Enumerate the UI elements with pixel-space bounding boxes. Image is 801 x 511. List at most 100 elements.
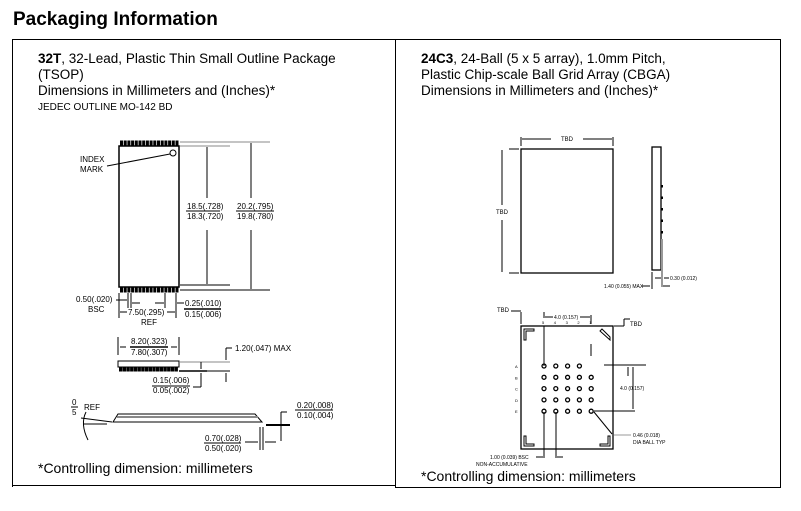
- left-dimensions-note: Dimensions in Millimeters and (Inches)*: [38, 83, 276, 98]
- dim-label: DIA BALL TYP: [633, 440, 666, 446]
- lead: [126, 366, 130, 372]
- right-title-line2: Plastic Chip-scale Ball Grid Array (CBGA…: [421, 67, 671, 82]
- dim-label: 0.10(.004): [297, 411, 334, 420]
- solder-ball: [576, 397, 583, 403]
- angle-label: 0: [72, 398, 77, 407]
- side-ball: [661, 219, 663, 222]
- lead: [175, 140, 179, 147]
- dim-label: TBD: [630, 322, 643, 328]
- dim-label: TBD: [561, 137, 574, 143]
- lead: [157, 286, 160, 293]
- dim-label: 0.15(.006): [153, 376, 190, 385]
- leads-top: [120, 140, 179, 147]
- column-label: 4: [554, 320, 557, 325]
- dim-label: 4.0 (0.157): [620, 386, 645, 392]
- page-title: Packaging Information: [13, 9, 218, 30]
- row-label: E: [515, 409, 518, 414]
- dim-label: 8.20(.323): [131, 337, 168, 346]
- angle-line: [80, 417, 113, 423]
- lead: [131, 286, 135, 293]
- solder-ball: [564, 385, 571, 392]
- solder-ball: [576, 374, 583, 380]
- solder-ball: [541, 385, 547, 392]
- side-ball: [661, 185, 663, 188]
- dim-label: 1.00 (0.039) BSC: [490, 455, 529, 461]
- lead: [171, 140, 175, 147]
- lead: [123, 286, 127, 293]
- column-label: 2: [577, 320, 580, 325]
- right-footnote: *Controlling dimension: millimeters: [421, 468, 636, 484]
- angle-label: REF: [84, 403, 100, 412]
- lead: [144, 366, 149, 372]
- corner-mark: [523, 328, 535, 341]
- index-mark-circle: [169, 149, 177, 157]
- angle-arc: [82, 411, 89, 441]
- column-label: 5: [542, 320, 545, 325]
- solder-ball: [541, 374, 547, 380]
- lead: [122, 366, 127, 372]
- solder-ball: [541, 363, 547, 369]
- cbga-top-body: [520, 148, 614, 274]
- frame-bottom-right: [395, 487, 781, 488]
- lead: [119, 366, 123, 372]
- lead: [157, 140, 160, 147]
- chamfer-mark: [599, 328, 611, 342]
- left-footnote: *Controlling dimension: millimeters: [38, 460, 253, 476]
- dim-label: 0.30 (0.012): [670, 276, 697, 282]
- index-mark-label: INDEX: [80, 155, 105, 164]
- solder-ball: [553, 408, 559, 414]
- row-label: A: [515, 364, 518, 369]
- lead: [171, 286, 175, 293]
- leader-line: [593, 411, 613, 435]
- solder-ball: [564, 374, 571, 380]
- dim-label: TBD: [496, 210, 509, 216]
- lead: [123, 140, 127, 147]
- index-mark-label: MARK: [80, 165, 104, 174]
- lead: [145, 140, 149, 147]
- side-ball: [661, 196, 663, 199]
- corner-mark: [599, 435, 611, 447]
- dim-label: REF: [141, 318, 157, 327]
- lead: [167, 366, 171, 372]
- dim-label: 18.5(.728): [187, 202, 224, 211]
- frame-bottom-left: [12, 485, 396, 486]
- tsop-profile: [112, 413, 264, 423]
- lead: [156, 366, 160, 372]
- solder-ball: [576, 363, 583, 369]
- right-title-line1: 24C3, 24-Ball (5 x 5 array), 1.0mm Pitch…: [421, 51, 666, 66]
- lead: [170, 366, 175, 372]
- dim-label: 1.40 (0.055) MAX: [604, 284, 644, 290]
- solder-ball: [553, 374, 559, 380]
- dim-label: 7.50(.295): [128, 308, 165, 317]
- dim-label: 0.50(.020): [76, 295, 113, 304]
- solder-ball: [564, 408, 571, 414]
- lead: [160, 140, 164, 147]
- dim-label: 0.05(.002): [153, 386, 190, 395]
- solder-ball: [576, 408, 583, 414]
- lead: [164, 286, 168, 293]
- dim-label: 0.25(.010): [185, 299, 222, 308]
- dim-label: 20.2(.795): [237, 202, 274, 211]
- solder-ball: [564, 397, 571, 403]
- dim-label: 1.20(.047) MAX: [235, 344, 292, 353]
- left-title-line2: (TSOP): [38, 67, 84, 82]
- lead: [168, 140, 172, 147]
- dim-label: 4.0 (0.157): [554, 315, 579, 321]
- left-title-line1: 32T, 32-Lead, Plastic Thin Small Outline…: [38, 51, 336, 66]
- solder-ball: [588, 385, 594, 392]
- solder-ball: [541, 408, 547, 414]
- lead: [131, 140, 135, 147]
- dim-label: NON-ACCUMULATIVE: [476, 462, 528, 468]
- lead: [127, 140, 131, 147]
- tsop-body: [118, 145, 180, 288]
- lead: [160, 286, 164, 293]
- tsop-side-body: [117, 360, 180, 368]
- lead: [138, 286, 142, 293]
- lead: [153, 286, 157, 293]
- lead: [142, 286, 146, 293]
- lead: [175, 286, 179, 293]
- row-label: D: [515, 398, 518, 403]
- dim-label: 0.70(.028): [205, 434, 242, 443]
- solder-ball: [553, 385, 559, 392]
- right-panel-header: 24C3, 24-Ball (5 x 5 array), 1.0mm Pitch…: [421, 51, 670, 99]
